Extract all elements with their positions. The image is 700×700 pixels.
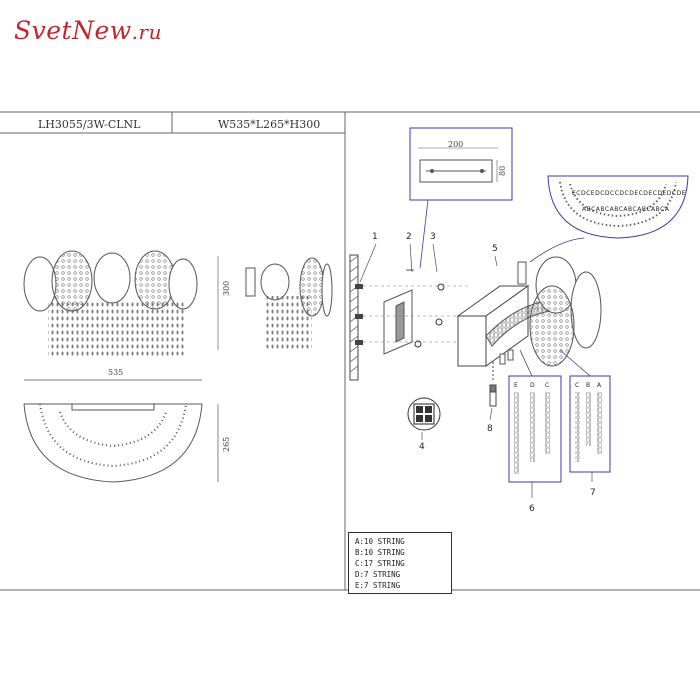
string-legend: A:10 STRING B:10 STRING C:17 STRING D:7 …	[348, 532, 452, 594]
plan-view	[23, 379, 219, 483]
part-number-5: 5	[492, 244, 498, 254]
front-view	[23, 250, 198, 358]
part-number-3: 3	[430, 232, 436, 242]
bracket-width-dimension: 200	[448, 140, 464, 149]
wall	[349, 254, 363, 381]
callout-leaders	[419, 199, 591, 377]
side-view	[245, 257, 333, 350]
group7-letter-a: A	[597, 382, 602, 389]
bulb-part	[489, 362, 497, 407]
part-number-8: 8	[487, 424, 493, 434]
depth-dimension: 265	[222, 436, 231, 452]
screws	[414, 283, 445, 348]
arc-outer-labels: ECDCEDCDCCDCDECDECDEDCDE	[572, 190, 687, 197]
canopy	[456, 285, 530, 367]
group7-letter-c: C	[575, 382, 580, 389]
legend-row: A:10 STRING	[355, 537, 405, 546]
string-box-7	[569, 375, 611, 473]
assembly-guides	[363, 285, 470, 343]
part-number-6: 6	[529, 504, 535, 514]
string-box-6	[508, 375, 562, 483]
width-dimension: 535	[108, 368, 124, 377]
legend-row: B:10 STRING	[355, 548, 405, 557]
lamp-assembly	[485, 256, 602, 367]
part-number-4: 4	[419, 442, 425, 452]
legend-row: C:17 STRING	[355, 559, 405, 568]
overall-dimensions: W535*L265*H300	[218, 118, 321, 131]
legend-row: D:7 STRING	[355, 570, 401, 579]
part-number-1: 1	[372, 232, 378, 242]
height-dimension: 300	[222, 280, 231, 296]
arc-inner-labels: ABCABCABCABCABCABCA	[582, 206, 670, 213]
part-leaders	[359, 243, 593, 498]
bracket-height-dimension: 80	[498, 165, 507, 176]
bracket-detail	[409, 127, 513, 201]
arc-detail	[547, 175, 689, 239]
legend-row: E:7 STRING	[355, 581, 401, 590]
model-number: LH3055/3W-CLNL	[38, 118, 141, 131]
group7-letter-b: B	[586, 382, 591, 389]
group6-letter-c: C	[545, 382, 550, 389]
brand-domain: .ru	[131, 20, 162, 44]
mounting-bracket	[383, 269, 414, 355]
brand-logo: SvetNew.ru	[14, 16, 162, 45]
part-number-2: 2	[406, 232, 412, 242]
brand-name: SvetNew	[14, 16, 132, 45]
group6-letter-e: E	[514, 382, 518, 389]
part-number-7: 7	[590, 488, 596, 498]
connector-detail	[407, 397, 441, 431]
group6-letter-d: D	[530, 382, 535, 389]
frame	[0, 111, 700, 591]
